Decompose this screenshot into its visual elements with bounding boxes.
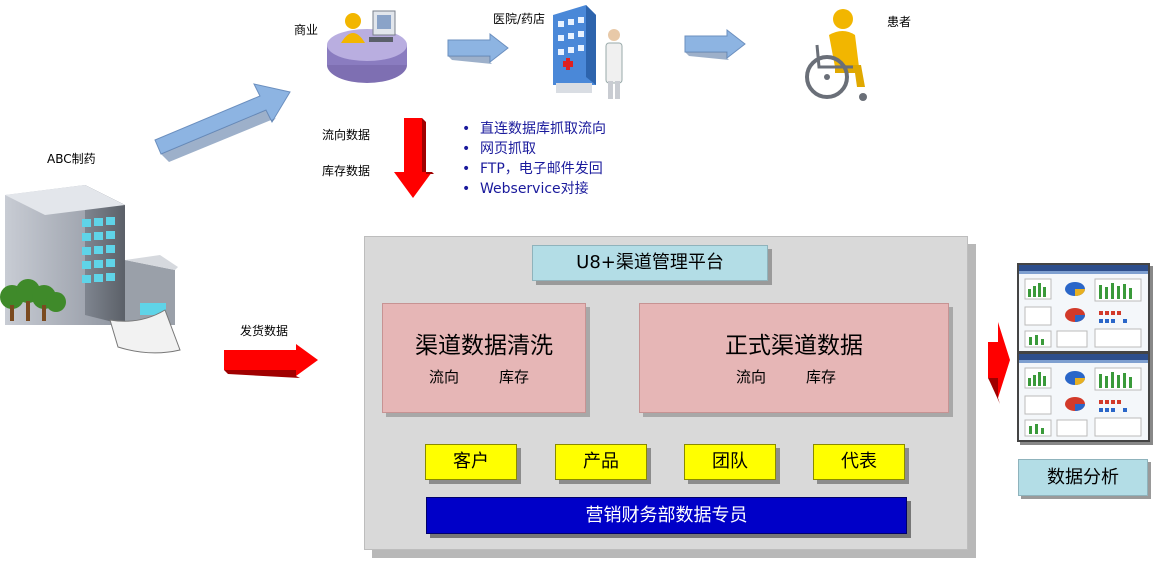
arrow-commerce-to-hospital [447, 32, 509, 64]
data-cleaning-title: 渠道数据清洗 [415, 333, 553, 359]
arrow-shipping-to-platform [224, 344, 318, 378]
abc-pharma-label: ABC制药 [47, 152, 96, 166]
factory-building-icon [0, 185, 181, 354]
formal-data-box: 正式渠道数据 流向 库存 [639, 303, 949, 413]
method-item: •直连数据库抓取流向 [462, 121, 606, 137]
commerce-label: 商业 [294, 23, 319, 37]
formal-flow-label: 流向 [736, 368, 767, 386]
hospital-label: 医院/药店 [493, 12, 546, 26]
shipping-data-label: 发货数据 [240, 324, 289, 338]
cleaning-inventory-label: 库存 [499, 368, 530, 386]
method-item: •网页抓取 [462, 141, 536, 157]
platform-title: U8+渠道管理平台 [532, 245, 768, 281]
inventory-data-label: 库存数据 [322, 164, 371, 178]
patient-label: 患者 [887, 15, 912, 29]
product-box: 产品 [555, 444, 647, 480]
report-dashboard-icon [1017, 352, 1150, 442]
flow-data-label: 流向数据 [322, 128, 371, 142]
hospital-doctor-icon [553, 5, 623, 99]
report-dashboard-icon [1017, 263, 1150, 353]
arrow-down-to-platform [394, 118, 434, 198]
arrow-platform-to-reports [988, 322, 1010, 404]
patient-wheelchair-icon [805, 9, 867, 101]
method-item: •Webservice对接 [462, 181, 589, 197]
data-specialist-bar: 营销财务部数据专员 [426, 497, 907, 534]
formal-inventory-label: 库存 [806, 368, 837, 386]
customer-box: 客户 [425, 444, 517, 480]
team-box: 团队 [684, 444, 776, 480]
representative-box: 代表 [813, 444, 905, 480]
data-cleaning-box: 渠道数据清洗 流向 库存 [382, 303, 586, 413]
cleaning-flow-label: 流向 [429, 368, 460, 386]
arrow-factory-to-commerce [154, 83, 291, 162]
method-item: •FTP，电子邮件发回 [462, 161, 603, 177]
collection-methods-list: •直连数据库抓取流向 •网页抓取 •FTP，电子邮件发回 •Webservice… [462, 119, 606, 199]
commerce-desk-icon [327, 10, 407, 83]
formal-data-title: 正式渠道数据 [725, 333, 863, 359]
data-analysis-box: 数据分析 [1018, 459, 1148, 496]
arrow-hospital-to-patient [684, 28, 746, 60]
